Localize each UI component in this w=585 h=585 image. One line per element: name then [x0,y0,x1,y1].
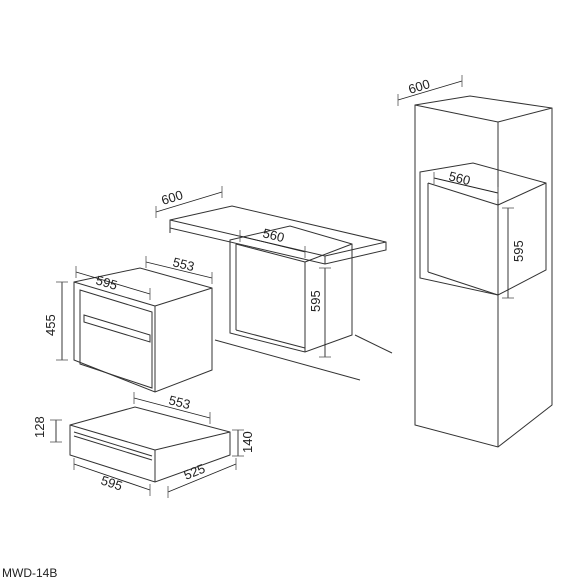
appliance-height-dim: 455 [43,281,68,361]
drawer-depth-bottom-dim: 525 [167,458,237,498]
tall-width-dim: 600 [397,75,463,106]
tall-niche-width-dim: 560 [433,168,499,199]
warming-drawer [69,406,231,483]
tall-cabinet [414,95,553,448]
tall-niche-height-dim: 595 [502,207,526,299]
drawer-depth-bottom-label: 525 [182,461,208,483]
counter-niche-height-dim: 595 [308,267,331,358]
appliance [73,267,213,393]
counter-niche-width-dim: 560 [239,225,306,258]
drawer-total-height-label: 140 [240,431,255,453]
drawer-total-height-dim: 140 [232,429,255,457]
appliance-height-label: 455 [43,314,58,336]
drawer-width-label: 595 [99,473,124,494]
appliance-depth-dim: 553 [145,254,213,284]
appliance-depth-label: 553 [171,254,196,274]
counter-width-label: 600 [159,187,184,208]
tall-width-label: 600 [406,76,431,97]
appliance-width-dim: 595 [75,266,151,300]
counter-niche-width-label: 560 [261,225,286,245]
appliance-width-label: 595 [94,272,119,292]
tall-niche-height-label: 595 [511,240,526,262]
drawer-depth-top-dim: 553 [133,392,211,424]
model-label: MWD-14B [2,566,58,580]
drawer-front-height-label: 128 [32,416,47,438]
drawer-depth-top-label: 553 [167,392,192,412]
counter-niche-height-label: 595 [308,290,323,312]
tall-niche-width-label: 560 [447,168,472,188]
drawer-width-dim: 595 [73,458,151,496]
counter-width-dim: 600 [155,186,223,218]
drawer-front-height-dim: 128 [32,416,62,443]
